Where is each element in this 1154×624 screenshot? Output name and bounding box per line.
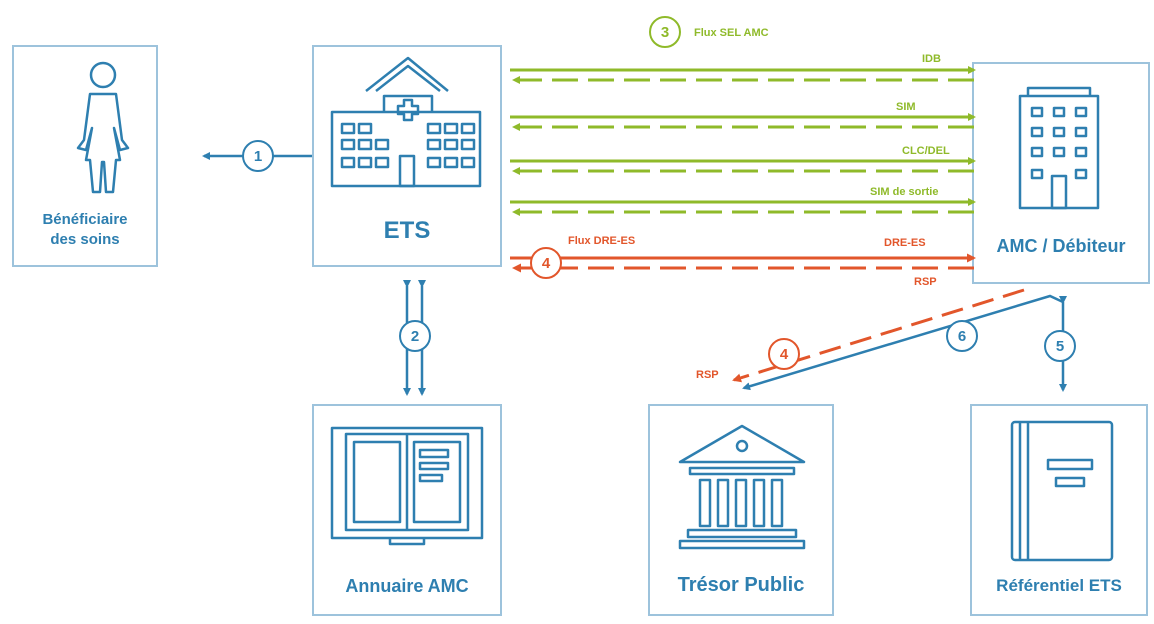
step-5-number: 5 xyxy=(1056,338,1064,355)
office-building-icon xyxy=(1018,86,1100,210)
hospital-icon xyxy=(330,56,482,188)
person-icon xyxy=(76,61,130,194)
step-6-number: 6 xyxy=(958,328,966,345)
step-6-badge: 6 xyxy=(946,320,978,352)
tresor-box: Trésor Public xyxy=(648,404,834,616)
step-5-badge: 5 xyxy=(1044,330,1076,362)
step-1-number: 1 xyxy=(254,148,262,165)
rsp-tresor-label: RSP xyxy=(696,369,719,381)
annuaire-label: Annuaire AMC xyxy=(345,576,469,596)
rsp-amc-label: RSP xyxy=(914,276,937,288)
step-4a-number: 4 xyxy=(542,255,551,272)
annuaire-box: Annuaire AMC xyxy=(312,404,502,616)
step-1-badge: 1 xyxy=(242,140,274,172)
ets-label: ETS xyxy=(383,217,431,244)
step-4a-badge: 4 xyxy=(530,247,562,279)
flux-dre-es-label: Flux DRE-ES xyxy=(568,235,635,247)
step-2-badge: 2 xyxy=(399,320,431,352)
beneficiaire-box: Bénéficiaire des soins xyxy=(12,45,158,267)
step-3-badge: 3 xyxy=(649,16,681,48)
step-3-number: 3 xyxy=(661,24,669,41)
orange-flows xyxy=(510,253,1025,383)
flow-6-arrow xyxy=(742,294,1064,391)
step-4b-badge: 4 xyxy=(768,338,800,370)
sim-label: SIM xyxy=(896,101,916,113)
flux-sel-amc-label: Flux SEL AMC xyxy=(694,27,769,39)
step-2-number: 2 xyxy=(411,328,419,345)
register-icon xyxy=(1010,420,1114,562)
referentiel-box: Référentiel ETS xyxy=(970,404,1148,616)
referentiel-label: Référentiel ETS xyxy=(996,576,1122,595)
amc-label: AMC / Débiteur xyxy=(996,236,1126,256)
dre-es-label: DRE-ES xyxy=(884,237,926,249)
beneficiaire-label: Bénéficiaire des soins xyxy=(42,211,128,248)
idb-label: IDB xyxy=(922,53,941,65)
sim-sortie-label: SIM de sortie xyxy=(870,186,938,198)
step-4b-number: 4 xyxy=(780,346,789,363)
tresor-label: Trésor Public xyxy=(677,574,805,596)
clc-del-label: CLC/DEL xyxy=(902,145,950,157)
amc-box: AMC / Débiteur xyxy=(972,62,1150,284)
green-flows xyxy=(510,66,976,216)
bank-icon xyxy=(678,424,806,550)
book-icon xyxy=(330,426,484,546)
